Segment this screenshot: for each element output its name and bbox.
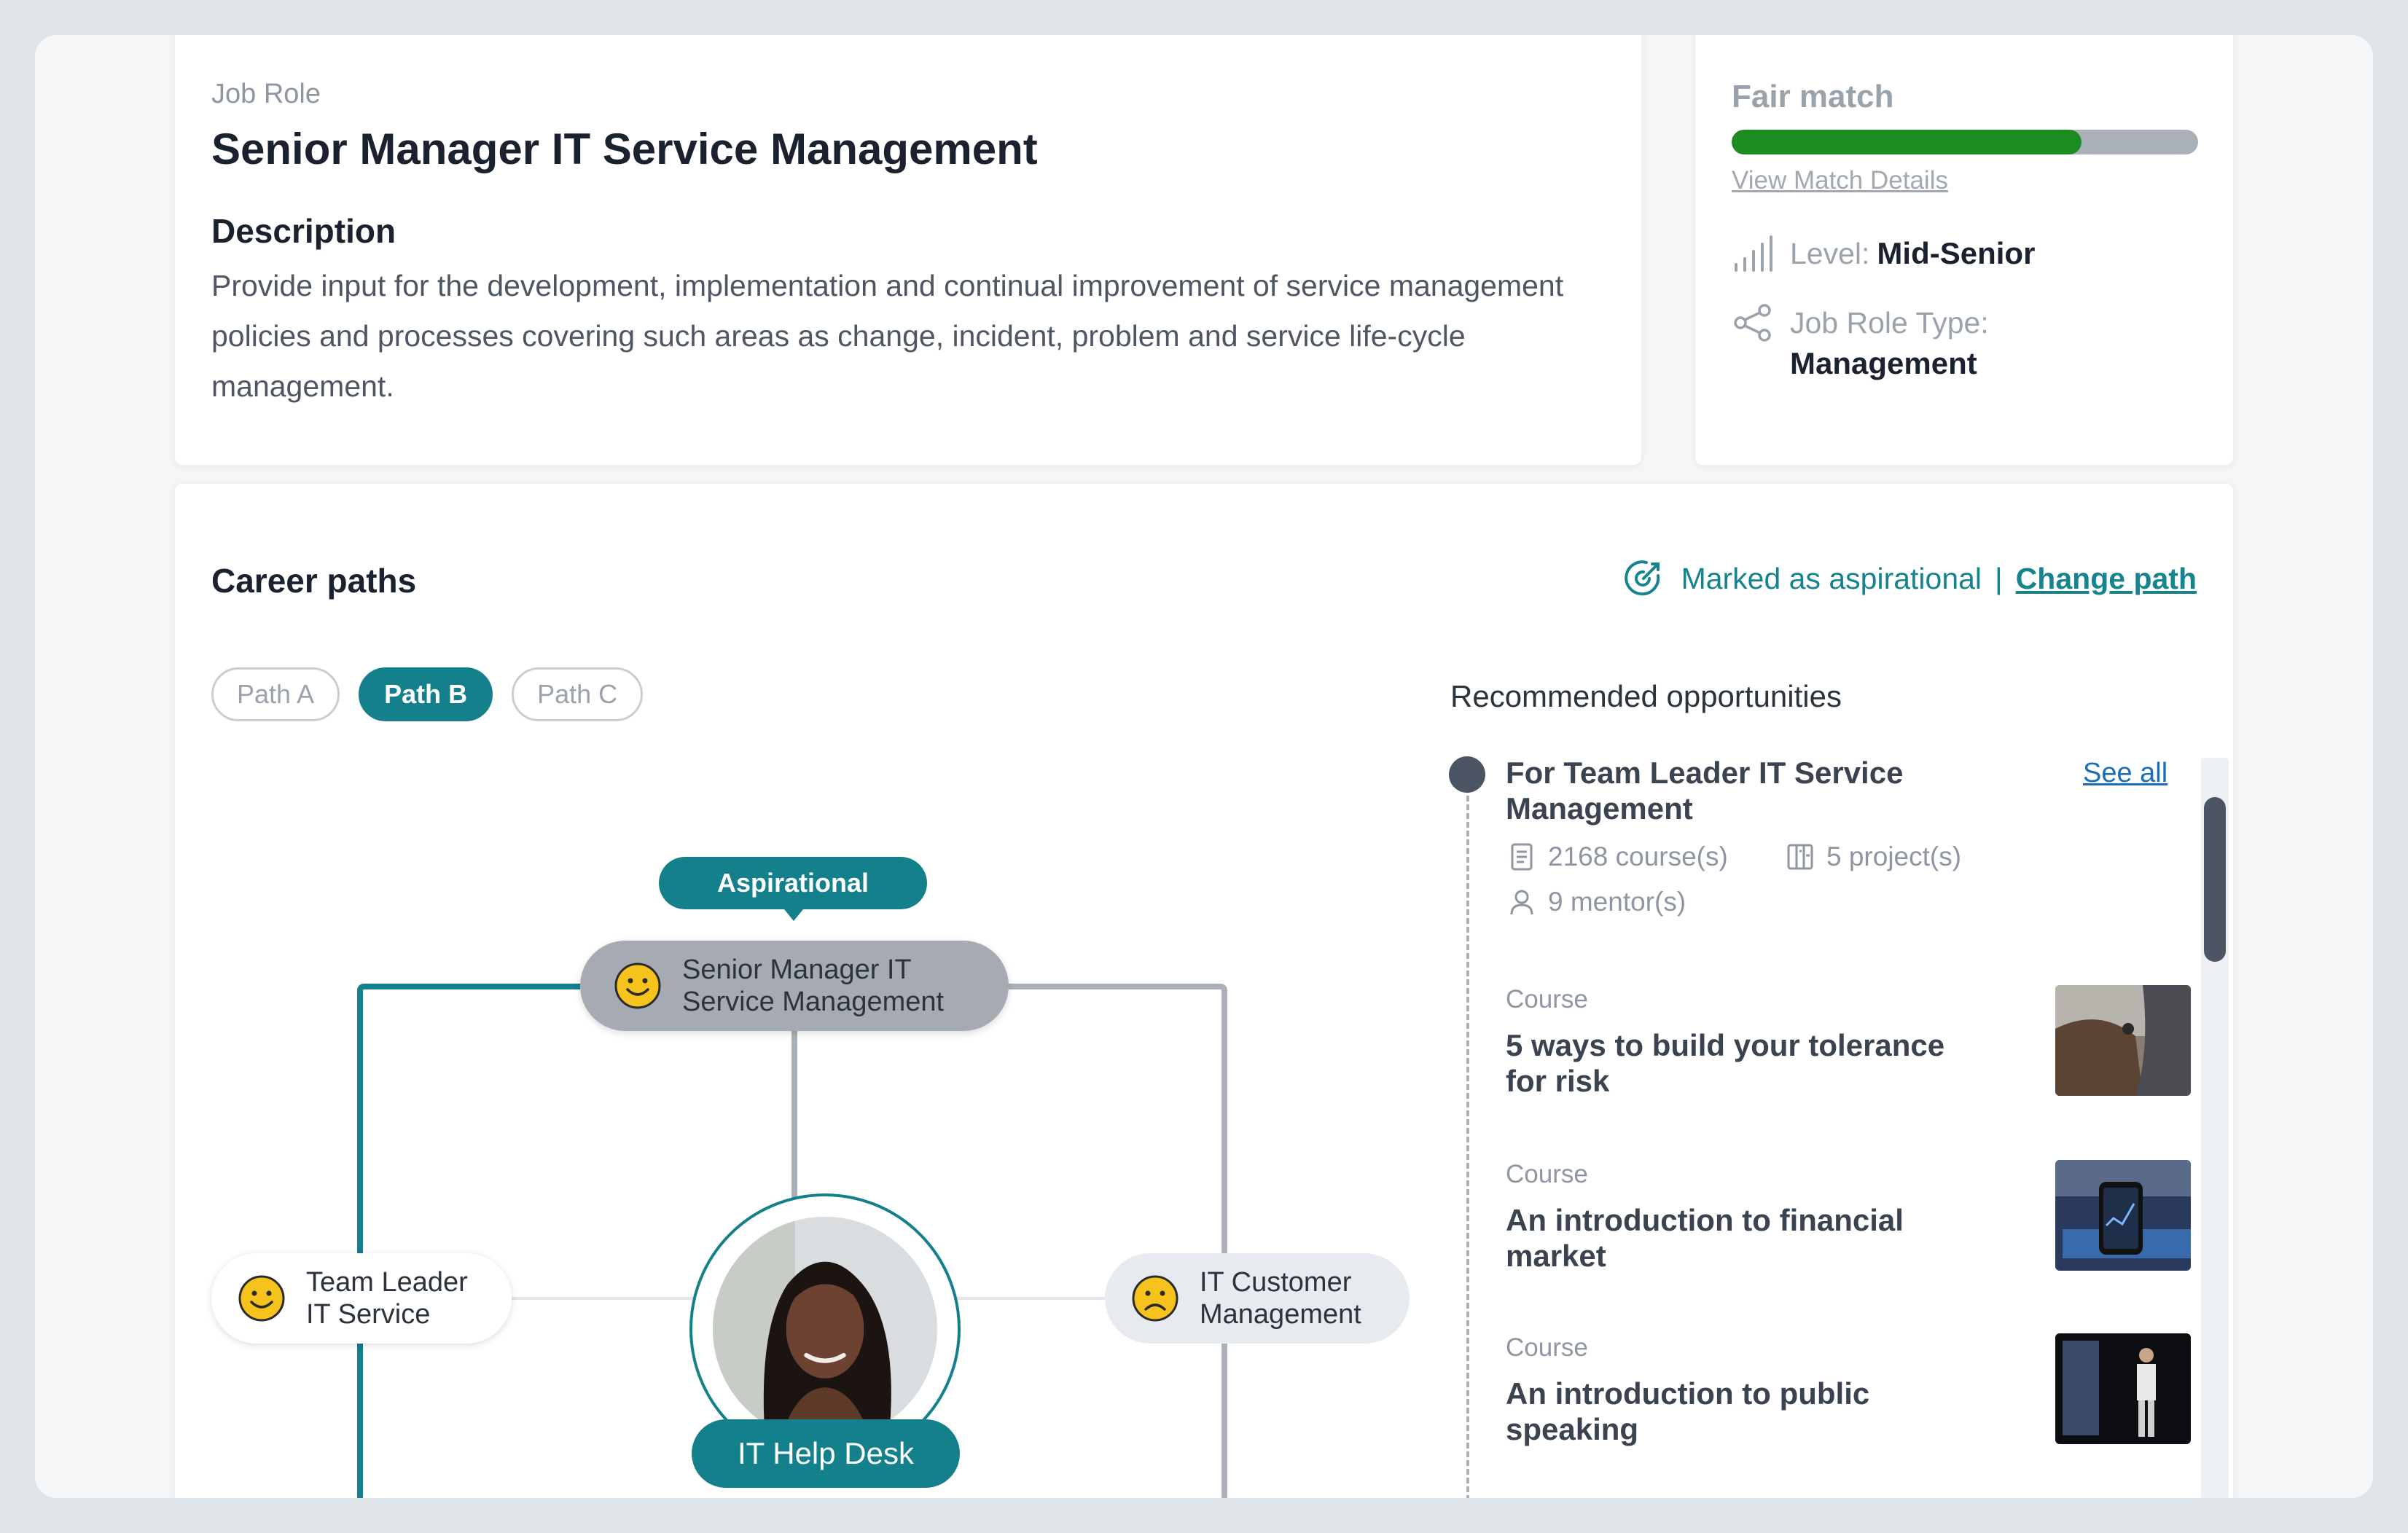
description-text: Provide input for the development, imple… bbox=[211, 269, 1564, 403]
node-label: Team Leader IT Service bbox=[306, 1267, 468, 1330]
job-role-type-row: Job Role Type: Management bbox=[1732, 301, 1989, 381]
job-role-label: Job Role bbox=[211, 79, 321, 109]
match-title: Fair match bbox=[1732, 79, 1894, 114]
match-progress-fill bbox=[1732, 130, 2081, 154]
job-role-type-value: Management bbox=[1790, 346, 1977, 380]
mentors-stat: 9 mentor(s) bbox=[1506, 886, 1686, 918]
scrollbar-thumb[interactable] bbox=[2204, 797, 2226, 962]
recommended-title: Recommended opportunities bbox=[1450, 679, 1842, 713]
course-thumbnail bbox=[2055, 1333, 2191, 1444]
career-paths-title: Career paths bbox=[211, 562, 417, 600]
tab-path-b[interactable]: Path B bbox=[359, 667, 493, 721]
level-label: Level: bbox=[1790, 236, 1870, 270]
node-label: IT Customer Management bbox=[1200, 1267, 1361, 1330]
description-heading: Description bbox=[211, 212, 396, 250]
course-kind: Course bbox=[1506, 985, 1588, 1013]
job-role-card: Job Role Senior Manager IT Service Manag… bbox=[175, 35, 1641, 465]
path-tabs: Path A Path B Path C bbox=[211, 667, 644, 721]
document-icon bbox=[1511, 843, 1533, 871]
projects-count: 5 project(s) bbox=[1826, 842, 1962, 871]
course-item[interactable]: Course 5 ways to build your tolerance fo… bbox=[1506, 985, 2191, 1099]
app-frame: Job Role Senior Manager IT Service Manag… bbox=[35, 35, 2373, 1498]
target-check-icon bbox=[1624, 560, 1660, 596]
course-item[interactable]: Course An introduction to financial mark… bbox=[1506, 1160, 2191, 1274]
level-value: Mid-Senior bbox=[1877, 236, 2036, 270]
change-path-link[interactable]: Change path bbox=[2015, 561, 2197, 595]
course-kind: Course bbox=[1506, 1333, 1588, 1362]
career-path-diagram: Aspirational Senior Manager IT Service M… bbox=[211, 732, 1410, 1498]
course-kind: Course bbox=[1506, 1160, 1588, 1188]
smiley-happy-icon bbox=[614, 962, 661, 1009]
node-team-leader[interactable]: Team Leader IT Service bbox=[211, 1253, 512, 1344]
course-thumbnail bbox=[2055, 1160, 2191, 1271]
node-it-help-desk[interactable]: IT Help Desk bbox=[692, 1419, 960, 1488]
person-photo bbox=[713, 1217, 937, 1441]
courses-count: 2168 course(s) bbox=[1548, 842, 1728, 871]
see-all-link[interactable]: See all bbox=[2083, 758, 2168, 788]
level-row: Level: Mid-Senior bbox=[1732, 232, 2035, 275]
career-paths-card: Career paths Marked as aspirational | Ch… bbox=[175, 484, 2233, 1498]
course-title: An introduction to financial market bbox=[1506, 1203, 1904, 1273]
opportunity-group-title: For Team Leader IT Service Management bbox=[1506, 756, 1904, 826]
job-role-type-label: Job Role Type: bbox=[1790, 305, 1989, 340]
aspirational-text: Marked as aspirational bbox=[1681, 561, 1982, 595]
timeline-line bbox=[1466, 761, 1469, 1498]
course-thumbnail bbox=[2055, 985, 2191, 1096]
node-it-customer-management[interactable]: IT Customer Management bbox=[1105, 1253, 1410, 1344]
timeline-dot bbox=[1449, 756, 1485, 793]
course-item[interactable]: Course An introduction to public speakin… bbox=[1506, 1333, 2191, 1447]
smiley-happy-icon bbox=[238, 1275, 285, 1322]
job-title: Senior Manager IT Service Management bbox=[211, 125, 1038, 173]
node-label: Senior Manager IT Service Management bbox=[682, 954, 945, 1017]
projects-stat: 5 project(s) bbox=[1784, 841, 1961, 873]
tab-path-c[interactable]: Path C bbox=[512, 667, 644, 721]
smiley-sad-icon bbox=[1132, 1275, 1178, 1322]
course-title: 5 ways to build your tolerance for risk bbox=[1506, 1028, 1945, 1098]
course-title: An introduction to public speaking bbox=[1506, 1376, 1870, 1446]
mentors-count: 9 mentor(s) bbox=[1548, 887, 1686, 917]
match-card: Fair match View Match Details Level: Mid… bbox=[1695, 35, 2233, 465]
tab-path-a[interactable]: Path A bbox=[211, 667, 340, 721]
view-match-details-link[interactable]: View Match Details bbox=[1732, 166, 1948, 195]
signal-bars-icon bbox=[1735, 235, 1772, 272]
person-icon bbox=[1510, 890, 1533, 915]
aspirational-tag: Aspirational bbox=[659, 857, 927, 921]
node-senior-manager[interactable]: Senior Manager IT Service Management bbox=[580, 941, 1009, 1031]
separator: | bbox=[1995, 561, 2003, 595]
share-nodes-icon bbox=[1734, 304, 1771, 342]
match-progress-bar bbox=[1732, 130, 2198, 154]
courses-stat: 2168 course(s) bbox=[1506, 841, 1728, 873]
project-board-icon bbox=[1787, 844, 1813, 870]
aspirational-status: Marked as aspirational | Change path bbox=[1622, 557, 2197, 600]
